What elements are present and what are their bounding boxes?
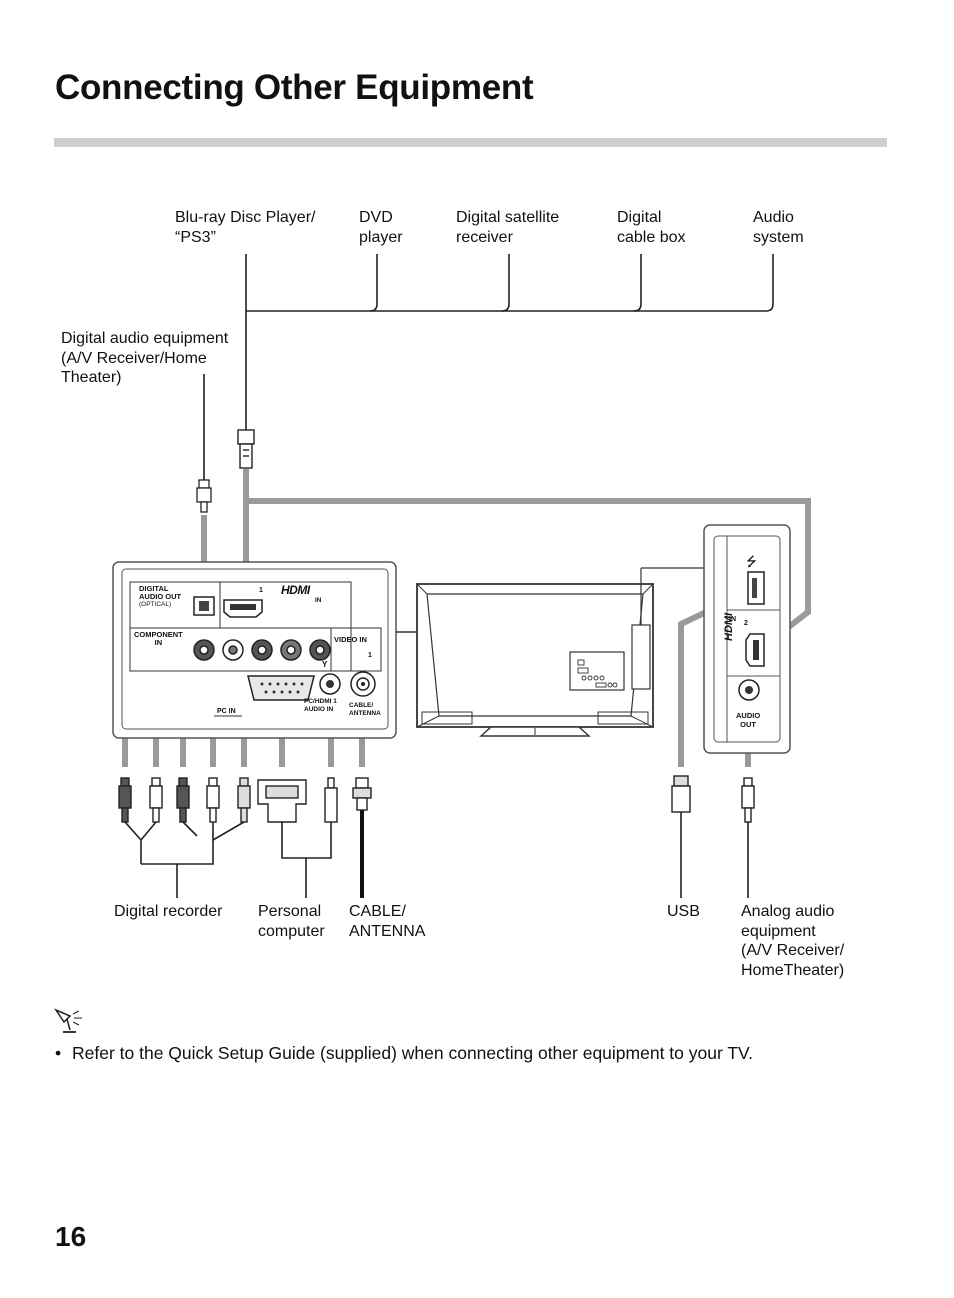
- label-satellite: Digital satellite receiver: [456, 209, 560, 246]
- panel-hdmi-in: IN: [315, 597, 322, 604]
- panel-digital-audio-out: DIGITAL AUDIO OUT (OPTICAL): [139, 585, 181, 609]
- label-bluray: Blu-ray Disc Player/ “PS3”: [175, 209, 316, 246]
- coax-plug-icon: [352, 777, 372, 811]
- panel-text: PC/HDMI 1: [304, 698, 337, 705]
- panel-side-in: IN: [729, 616, 736, 623]
- page-number: 16: [55, 1221, 87, 1252]
- page-title: Connecting Other Equipment: [55, 68, 534, 107]
- panel-cable-antenna: CABLE/ ANTENNA: [349, 702, 381, 717]
- side-hdmi-logo: HDMI: [723, 612, 735, 641]
- panel-text: COMPONENT: [134, 630, 183, 639]
- tv-rear-view: [396, 567, 710, 737]
- usb-plug-icon: [671, 775, 691, 813]
- panel-text: DIGITAL: [139, 584, 169, 593]
- panel-component: COMPONENT IN: [134, 631, 183, 647]
- label-cable-antenna: CABLE/ ANTENNA: [349, 903, 426, 940]
- panel-text: AUDIO: [736, 711, 761, 720]
- rca-plug-icon: [237, 777, 251, 823]
- panel-text: OUT: [740, 719, 756, 729]
- label-analog-audio: Analog audio equipment (A/V Receiver/ Ho…: [741, 903, 845, 979]
- panel-text: ANTENNA: [349, 709, 381, 717]
- tip-lamp-icon: [54, 1008, 82, 1033]
- rca-plug-icon: [118, 777, 132, 823]
- rca-plug-icon: [149, 777, 163, 823]
- label-audio-system: Audio system: [753, 209, 804, 246]
- rear-connector-panel: [112, 561, 397, 739]
- label-cablebox: Digital cable box: [617, 209, 686, 246]
- title-rule: [54, 138, 887, 147]
- label-digital-audio: Digital audio equipment (A/V Receiver/Ho…: [61, 330, 229, 386]
- rca-plug-icon: [741, 777, 755, 823]
- panel-video-num: 1: [368, 652, 372, 659]
- rca-plug-icon: [206, 777, 220, 823]
- note-item: • Refer to the Quick Setup Guide (supplie…: [55, 1042, 753, 1064]
- note-text: Refer to the Quick Setup Guide (supplied…: [72, 1043, 753, 1063]
- side-connector-panel: [703, 524, 791, 754]
- panel-text: (OPTICAL): [139, 601, 172, 608]
- panel-side-hdmi-num: 2: [744, 620, 748, 627]
- panel-text: CABLE/: [349, 702, 374, 709]
- panel-pc-in: PC IN: [217, 708, 236, 715]
- hdmi-logo: HDMI: [281, 583, 310, 597]
- panel-video-in: VIDEO IN: [334, 635, 367, 644]
- label-dvd: DVD player: [359, 209, 403, 246]
- label-usb: USB: [667, 903, 700, 920]
- note-bullet: •: [55, 1043, 62, 1063]
- hdmi-plug-icon: [237, 429, 255, 469]
- vga-plug-icon: [257, 779, 307, 823]
- label-personal-computer: Personal computer: [258, 903, 325, 940]
- panel-pc-audio: PC/HDMI 1 AUDIO IN: [304, 698, 337, 713]
- panel-audio-out: AUDIO OUT: [736, 711, 761, 729]
- minijack-plug-icon: [324, 777, 338, 823]
- rca-plug-icon: [176, 777, 190, 823]
- panel-hdmi-num: 1: [259, 587, 263, 594]
- label-digital-recorder: Digital recorder: [114, 903, 223, 920]
- device-bracket: [245, 254, 774, 430]
- panel-text: AUDIO IN: [304, 705, 334, 713]
- panel-y: Y: [322, 660, 328, 669]
- panel-text: AUDIO OUT: [139, 592, 182, 601]
- optical-plug-icon: [196, 479, 212, 513]
- panel-text: IN: [154, 638, 163, 647]
- usb-icon: ⭍: [746, 554, 757, 569]
